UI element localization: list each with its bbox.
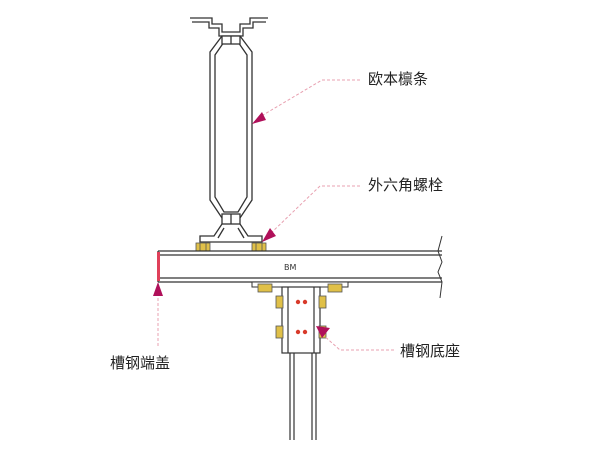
vertical-post bbox=[289, 353, 317, 440]
label-purlin: 欧本檩条 bbox=[368, 70, 429, 88]
pointer-arrow-icon bbox=[153, 112, 330, 338]
label-channel-base: 槽钢底座 bbox=[400, 342, 461, 360]
label-hex-bolt: 外六角螺栓 bbox=[368, 176, 444, 194]
bolt-hole-icon bbox=[295, 299, 308, 335]
channel-base bbox=[281, 286, 321, 354]
hex-bolt-icon bbox=[257, 283, 343, 293]
hex-bolt-icon bbox=[195, 242, 267, 252]
label-end-cap: 槽钢端盖 bbox=[110, 354, 171, 372]
purlin bbox=[190, 17, 268, 243]
leader-lines bbox=[157, 79, 394, 351]
beam-mark: BM bbox=[284, 263, 296, 272]
end-cap bbox=[157, 252, 160, 281]
